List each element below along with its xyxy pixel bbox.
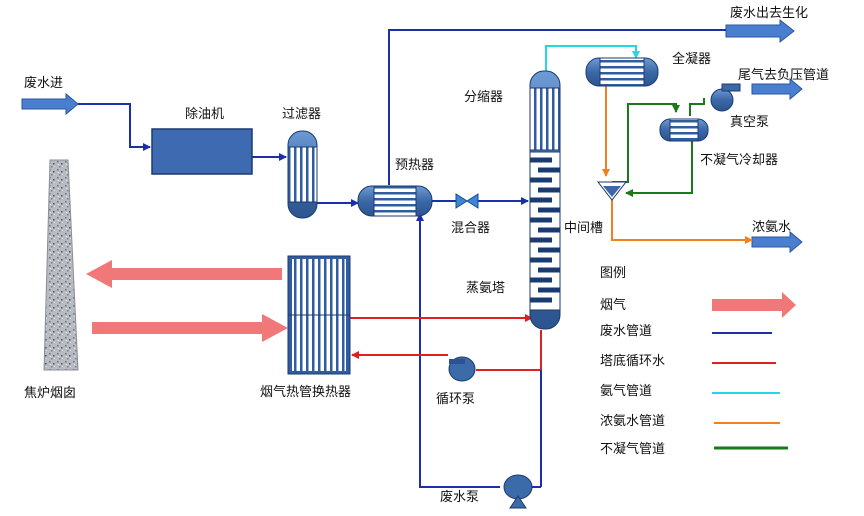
legend-label-wastewater: 废水管道 [600, 324, 653, 339]
label-oil-remover: 除油机 [185, 107, 225, 122]
coke-oven-stack [43, 159, 79, 371]
preheater-vessel [357, 185, 433, 217]
legend-title: 图例 [600, 266, 627, 281]
label-wastewater-out: 废水出去生化 [730, 6, 809, 21]
wastewater-pump [503, 370, 542, 509]
label-mixer: 混合器 [451, 221, 491, 236]
ammonia-water-pipes [602, 86, 753, 244]
flue-gas-supply-arrow [92, 314, 288, 342]
stripping-column [529, 70, 561, 330]
label-stack: 焦炉烟囱 [24, 386, 77, 401]
label-heat-exchanger: 烟气热管换热器 [260, 385, 352, 400]
label-vacuum-pump: 真空泵 [730, 115, 770, 130]
flue-gas-return-arrow [86, 260, 282, 288]
legend-swatch-flue-gas [712, 292, 796, 318]
label-stripper: 蒸氨塔 [466, 281, 506, 296]
noncondensable-cooler [659, 118, 709, 142]
wastewater-in-arrow [21, 92, 79, 116]
label-fractionator: 分缩器 [464, 90, 504, 105]
circulation-pipes [350, 314, 542, 371]
legend-label-circulation: 塔底循环水 [600, 354, 666, 369]
label-tail-gas: 尾气去负压管道 [738, 68, 830, 83]
legend [712, 292, 796, 450]
legend-label-ammonia-gas: 氨气管道 [600, 384, 653, 399]
ammonia-gas-pipe [545, 45, 640, 73]
legend-label-noncondensable: 不凝气管道 [600, 442, 666, 457]
label-circulation-pump: 循环泵 [436, 392, 476, 407]
label-condenser: 全凝器 [672, 52, 712, 67]
label-wastewater-pump: 废水泵 [440, 490, 480, 505]
legend-label-flue-gas: 烟气 [600, 298, 627, 313]
label-filter: 过滤器 [282, 107, 322, 122]
label-middle-tank: 中间槽 [564, 221, 604, 236]
flue-gas-heat-exchanger [287, 255, 351, 375]
circulation-pump [448, 356, 476, 382]
oil-remover [151, 128, 253, 175]
middle-tank [596, 181, 628, 201]
legend-label-ammonia-water: 浓氨水管道 [600, 414, 666, 429]
wastewater-out-arrow [725, 18, 795, 44]
noncondensable-pipes [612, 98, 705, 197]
label-ammonia-water: 浓氨水 [752, 220, 792, 235]
filter-vessel [287, 130, 318, 219]
label-preheater: 预热器 [395, 158, 435, 173]
total-condenser [585, 57, 659, 87]
tail-gas-arrow [751, 77, 803, 101]
label-noncondensable-cooler: 不凝气冷却器 [700, 153, 779, 168]
wastewater-pipes [78, 29, 726, 488]
ammonia-water-out-arrow [751, 230, 803, 254]
mixer-valve [455, 193, 479, 209]
vacuum-pump [710, 83, 741, 112]
label-wastewater-in: 废水进 [24, 76, 64, 91]
